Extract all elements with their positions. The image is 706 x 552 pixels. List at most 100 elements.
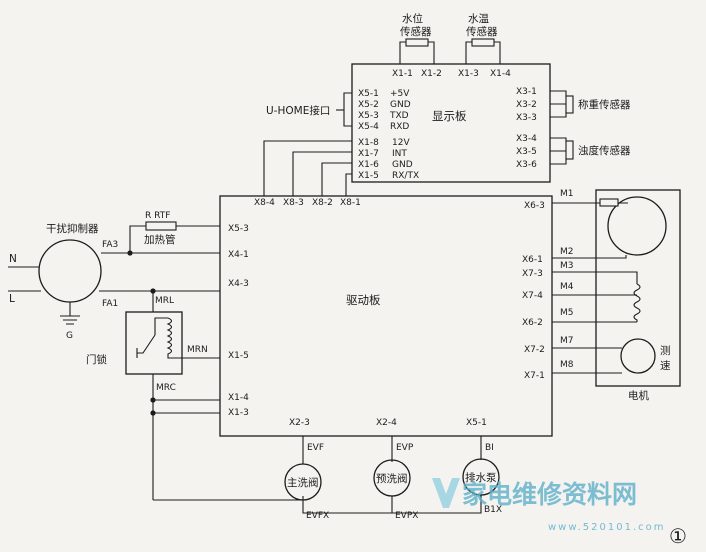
tacho-symbol: [620, 338, 656, 374]
display-sig-int: INT: [392, 149, 407, 159]
motor-m7: M7: [560, 336, 574, 346]
display-pin-x1-6: X1-6: [358, 160, 379, 170]
valve-evf: EVF: [307, 443, 324, 453]
pump-bi: BI: [485, 443, 494, 453]
u-home-bracket: [343, 92, 352, 127]
display-pin-x3-3: X3-3: [516, 113, 537, 123]
display-pin-x3-2: X3-2: [516, 100, 537, 110]
tacho-label-1: 测: [660, 344, 671, 357]
wire-common-evfx-evpx: [302, 500, 393, 514]
motor-m4: M4: [560, 282, 574, 292]
display-sig-txd: TXD: [389, 111, 409, 121]
valve-evp: EVP: [396, 443, 414, 453]
watermark: 家电维修资料网 www.520101.com: [432, 478, 666, 533]
ground-icon: [60, 302, 80, 325]
mains-l: L: [9, 293, 15, 305]
filter-fa1: FA1: [102, 299, 118, 309]
drive-pin-x7-1: X7-1: [524, 371, 545, 381]
drive-pin-x5-3: X5-3: [228, 224, 249, 234]
water-level-sensor-wires: [399, 41, 435, 64]
turbidity-sensor-wires: [550, 137, 567, 165]
wire-int: [292, 151, 352, 196]
valve-evpx: EVPX: [395, 511, 418, 521]
tacho-label-2: 速: [660, 360, 671, 372]
display-sig-rxd: RXD: [390, 122, 409, 132]
drive-pin-x8-3: X8-3: [283, 198, 304, 208]
filter-fa3: FA3: [102, 240, 118, 250]
water-temp-sensor-wires: [465, 41, 501, 64]
door-lock-coil: [166, 317, 220, 359]
water-temp-sensor-symbol: [471, 38, 495, 47]
junction-x1-3: [150, 410, 156, 416]
motor-m1: M1: [560, 189, 574, 199]
water-level-label-2: 传感器: [400, 25, 432, 38]
door-lock-label: 门锁: [86, 353, 107, 366]
drive-pin-x8-1: X8-1: [340, 198, 361, 208]
display-pin-x3-4: X3-4: [516, 134, 537, 144]
wire-m2: [552, 255, 627, 259]
door-lock-mrl: MRL: [155, 296, 174, 306]
watermark-url: www.520101.com: [548, 522, 666, 533]
drive-right-pins: X6-3 X6-1 X7-3 X7-4 X6-2 X7-2 X7-1: [522, 201, 545, 381]
display-pin-x1-5: X1-5: [358, 171, 379, 181]
watermark-logo: [432, 478, 460, 508]
main-wash-valve-label: 主洗阀: [287, 476, 319, 489]
drive-board-title: 驱动板: [346, 293, 381, 307]
drive-pin-x6-2: X6-2: [522, 318, 543, 328]
door-lock-box: [125, 311, 183, 375]
motor-m5: M5: [560, 308, 574, 318]
drive-pin-x8-4: X8-4: [254, 198, 275, 208]
drain-pump-label: 排水泵: [465, 471, 497, 484]
drive-pin-x7-3: X7-3: [522, 269, 543, 279]
weight-sensor-label: 称重传感器: [578, 98, 631, 111]
motor-winding-symbol: [607, 196, 667, 256]
display-sig-gnd2: GND: [392, 160, 413, 170]
pre-wash-valve-symbol: [373, 459, 411, 497]
motor-stator-coil: [633, 283, 641, 322]
figure-number: ①: [669, 524, 687, 548]
motor-thermal-symbol: [599, 198, 619, 207]
motor-box: [595, 189, 681, 387]
display-pin-x1-1: X1-1: [392, 69, 413, 79]
wire-common-b1x: [392, 500, 482, 514]
drive-pin-x1-5: X1-5: [228, 351, 249, 361]
motor-m2: M2: [560, 247, 574, 257]
water-temp-label-1: 水温: [468, 13, 489, 25]
ground-label: G: [66, 331, 73, 341]
wire-m3: [552, 271, 638, 284]
display-sig-5v: +5V: [390, 89, 410, 99]
drive-pin-x2-3: X2-3: [289, 418, 310, 428]
pre-wash-valve-label: 预洗阀: [376, 472, 408, 485]
u-home-label: U-HOME接口: [266, 104, 330, 117]
display-pin-x3-6: X3-6: [516, 160, 537, 170]
heater-symbol: [145, 221, 177, 231]
drive-board-box: [219, 195, 553, 437]
display-sig-12v: 12V: [392, 138, 410, 148]
valve-evfx: EVFX: [306, 511, 329, 521]
drive-pin-x4-1: X4-1: [228, 250, 249, 260]
junction-fa3: [127, 250, 133, 256]
drive-pin-x1-4: X1-4: [228, 393, 249, 403]
heater-label: 加热管: [144, 233, 176, 246]
display-board-box: [351, 63, 551, 183]
wire-12v: [263, 140, 352, 196]
drive-pin-x7-4: X7-4: [522, 291, 543, 301]
filter-label: 干扰抑制器: [46, 222, 99, 235]
wire-gnd: [321, 162, 352, 196]
display-pin-x1-2: X1-2: [421, 69, 442, 79]
drive-pin-x5-1: X5-1: [466, 418, 487, 428]
display-pin-x5-2: X5-2: [358, 100, 379, 110]
drive-pin-x7-2: X7-2: [524, 345, 545, 355]
junction-fa1: [150, 288, 156, 294]
motor-label: 电机: [628, 389, 649, 402]
motor-m3: M3: [560, 261, 574, 271]
display-pin-x5-1: X5-1: [358, 89, 379, 99]
weight-sensor-symbol: [565, 95, 574, 114]
mains-input-wires: [8, 266, 41, 292]
interference-filter-symbol: [38, 239, 102, 303]
main-wash-valve-symbol: [284, 463, 322, 501]
drive-pin-x8-2: X8-2: [312, 198, 333, 208]
display-pin-x3-5: X3-5: [516, 147, 537, 157]
drain-pump-symbol: [462, 458, 500, 496]
